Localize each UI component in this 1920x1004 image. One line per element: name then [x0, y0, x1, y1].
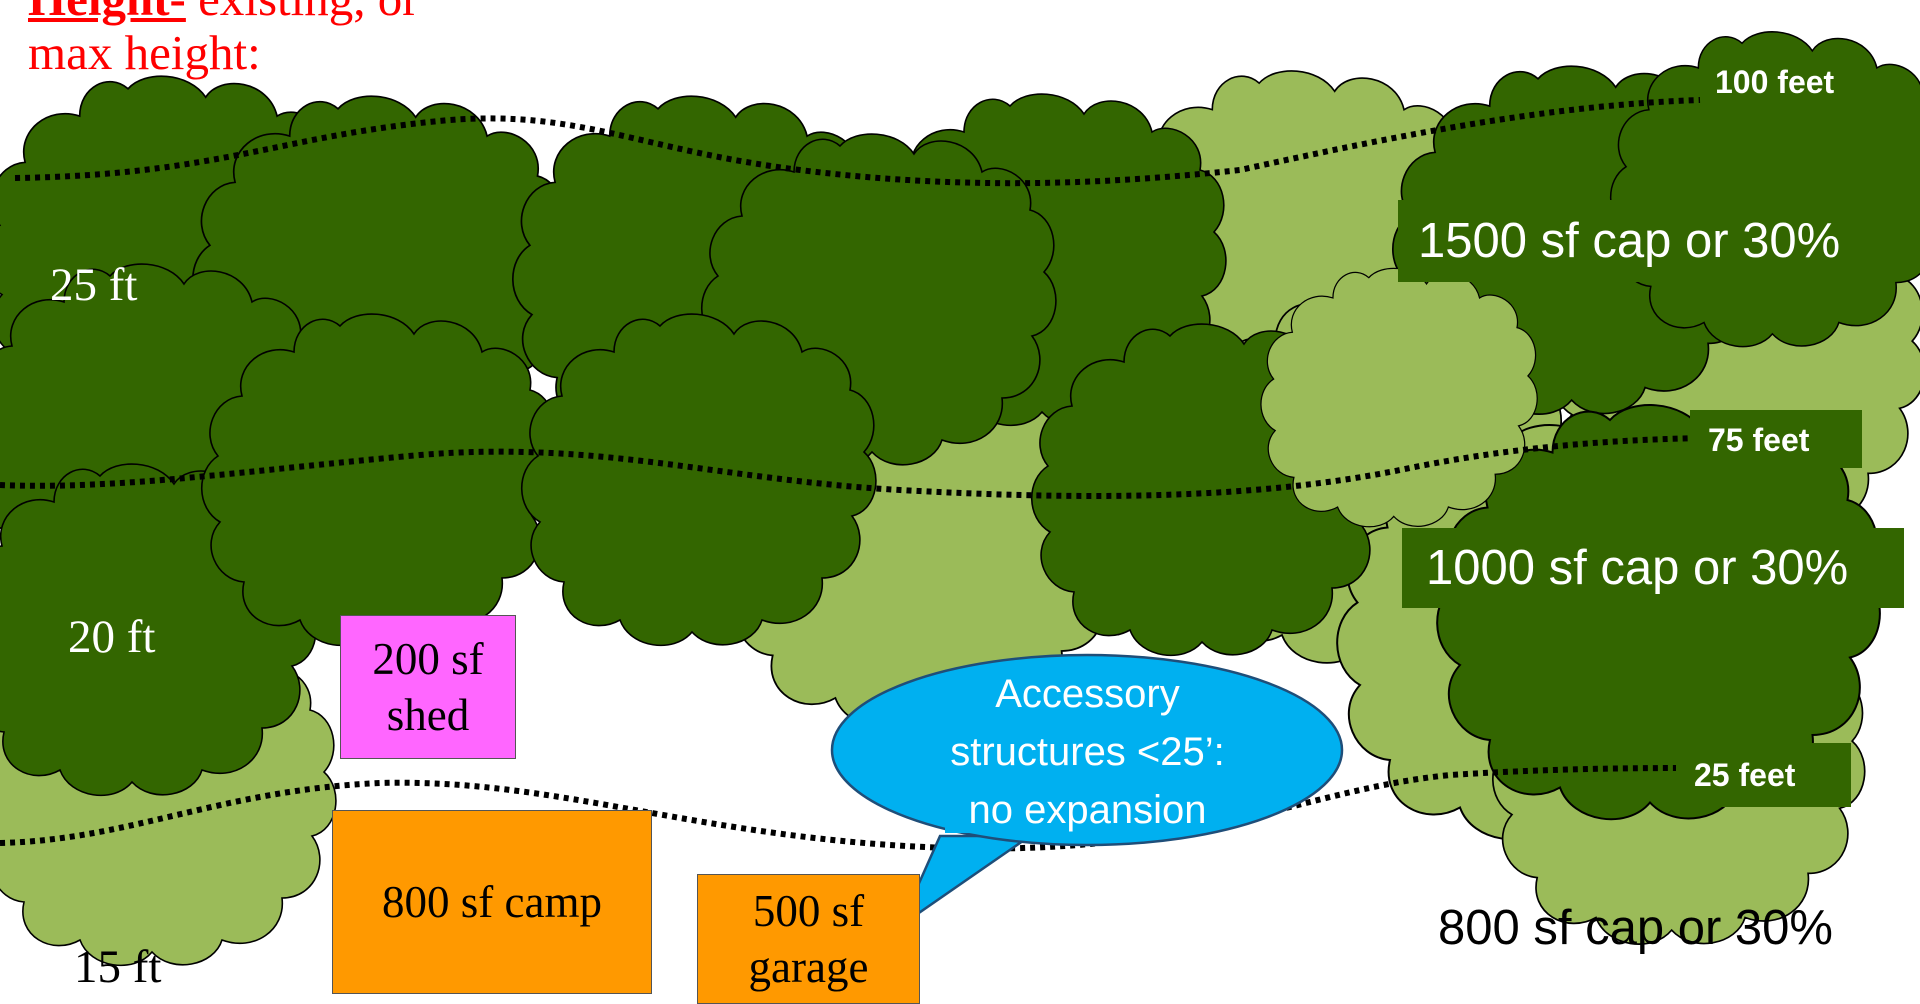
camp-building: 800 sf camp — [332, 810, 652, 994]
tree-canopy-icon — [200, 313, 557, 647]
speech-bubble-icon — [830, 653, 1344, 930]
callout-text: Accessory structures <25’: no expansion — [860, 665, 1315, 839]
height-heading-line1: existing, or — [186, 0, 418, 26]
height-heading-line2: max height: — [28, 25, 261, 80]
camp-label: 800 sf camp — [382, 877, 602, 927]
callout-line1: Accessory — [995, 672, 1180, 716]
cap-label-100: 1500 sf cap or 30% — [1398, 200, 1865, 282]
shed-building: 200 sf shed — [340, 615, 516, 759]
distance-label-75: 75 feet — [1690, 410, 1862, 468]
zone-label-middle: 20 ft — [68, 611, 156, 663]
cap-label-25: 800 sf cap or 30% — [1438, 901, 1833, 955]
zone-label-top: 25 ft — [50, 259, 138, 311]
distance-label-100: 100 feet — [1715, 64, 1835, 100]
distance-label-25: 25 feet — [1676, 743, 1851, 807]
line-75-feet — [0, 435, 1701, 499]
shed-label-line2: shed — [386, 690, 470, 740]
callout-line2: structures <25’: — [950, 730, 1225, 774]
shed-label-line1: 200 sf — [372, 634, 484, 684]
distance-lines — [0, 97, 1701, 852]
garage-label-line2: garage — [748, 942, 869, 992]
line-25-feet — [0, 765, 1701, 852]
garage-building: 500 sf garage — [697, 874, 920, 1004]
garage-label-line1: 500 sf — [752, 886, 865, 936]
zone-label-bottom: 15 ft — [74, 941, 162, 993]
height-heading: Height- existing, or max height: — [28, 0, 419, 80]
line-100-feet — [14, 97, 1701, 187]
cap-label-75: 1000 sf cap or 30% — [1402, 528, 1904, 608]
height-heading-bold: Height- — [28, 0, 186, 26]
callout-line3: no expansion — [968, 788, 1207, 832]
